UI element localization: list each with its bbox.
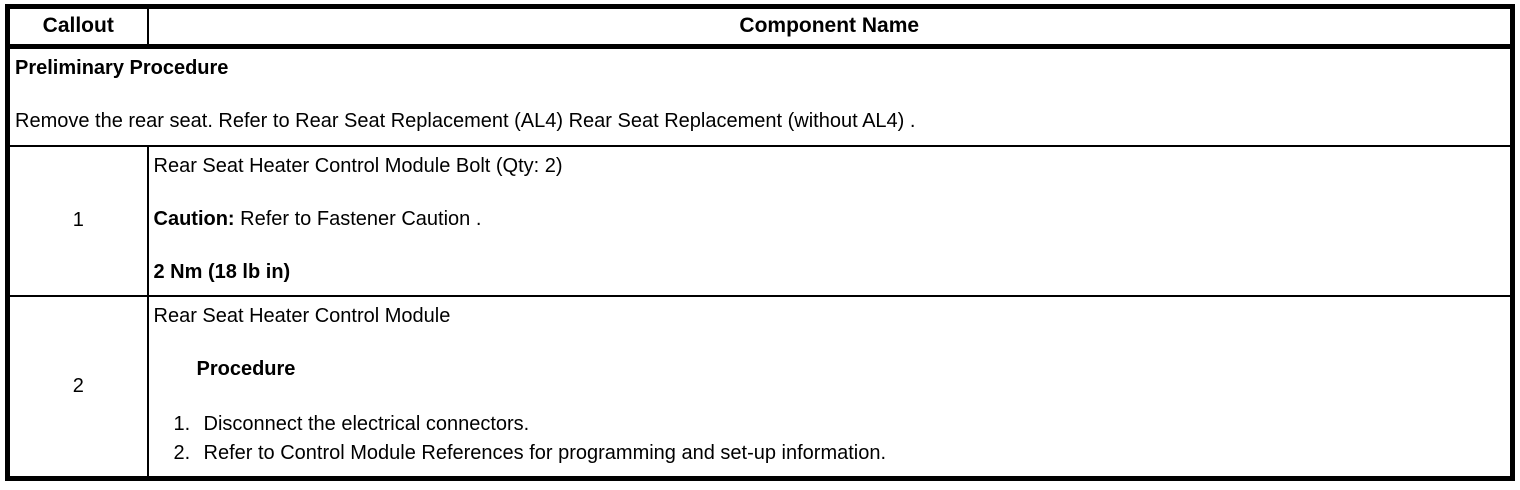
step-number: 1.	[173, 412, 191, 435]
header-component-name: Component Name	[146, 5, 1514, 49]
step-text: Disconnect the electrical connectors.	[203, 412, 530, 435]
procedure-steps: 1. Disconnect the electrical connectors.…	[154, 410, 1505, 468]
procedure-heading: Procedure	[196, 357, 296, 380]
caution-line: Caution: Refer to Fastener Caution .	[154, 207, 1505, 232]
preliminary-procedure-title: Preliminary Procedure	[15, 57, 229, 79]
callout-number: 1	[6, 144, 149, 297]
procedure-step: 2. Refer to Control Module References fo…	[154, 439, 1505, 468]
component-name: Rear Seat Heater Control Module	[153, 304, 451, 327]
caution-text: Refer to Fastener Caution .	[234, 207, 482, 230]
table-row: 2 Rear Seat Heater Control Module Proced…	[6, 294, 1514, 479]
preliminary-procedure-row: Preliminary Procedure Remove the rear se…	[6, 45, 1514, 147]
procedure-step: 1. Disconnect the electrical connectors.	[154, 410, 1505, 439]
callout-component-table: Callout Component Name Preliminary Proce…	[5, 4, 1515, 481]
torque-spec: 2 Nm (18 lb in)	[153, 260, 291, 283]
caution-label: Caution:	[153, 207, 235, 230]
header-row: Callout Component Name	[6, 5, 1514, 49]
component-cell: Rear Seat Heater Control Module Procedur…	[146, 294, 1514, 479]
callout-number: 2	[6, 294, 149, 479]
step-number: 2.	[173, 441, 191, 464]
header-callout: Callout	[6, 5, 149, 49]
preliminary-procedure-cell: Preliminary Procedure Remove the rear se…	[6, 45, 1514, 147]
table-row: 1 Rear Seat Heater Control Module Bolt (…	[6, 144, 1514, 297]
preliminary-procedure-text: Remove the rear seat. Refer to Rear Seat…	[15, 110, 916, 132]
component-name: Rear Seat Heater Control Module Bolt (Qt…	[153, 154, 563, 177]
component-cell: Rear Seat Heater Control Module Bolt (Qt…	[146, 144, 1514, 297]
step-text: Refer to Control Module References for p…	[203, 441, 887, 464]
